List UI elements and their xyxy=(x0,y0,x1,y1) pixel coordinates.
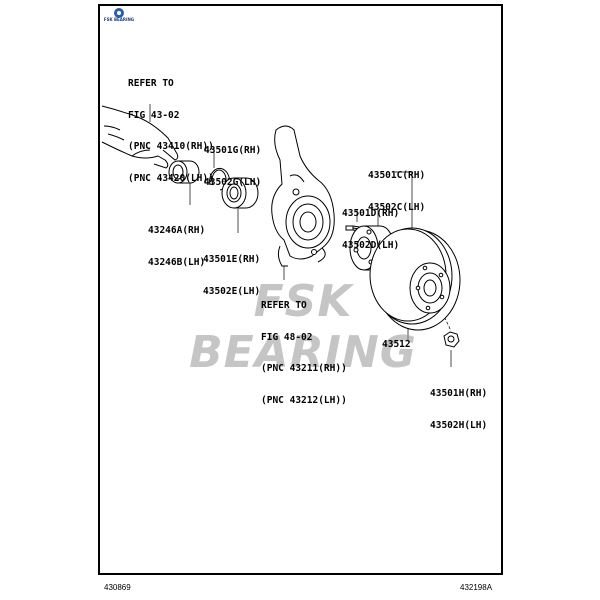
callout-line: FIG 43-02 xyxy=(128,109,180,121)
watermark: FSK BEARING xyxy=(189,276,417,378)
steering-knuckle-icon xyxy=(271,125,335,267)
callout-line: 43502G(LH) xyxy=(204,176,262,188)
diagram-frame xyxy=(98,4,503,575)
bearing-icon xyxy=(168,160,200,184)
fsk-logo-icon xyxy=(114,8,124,18)
callout-line: 43502D(LH) xyxy=(342,239,400,251)
callout-43501c: 43501C(RH) 43502C(LH) xyxy=(368,150,425,224)
callout-43512: 43512 xyxy=(382,339,411,350)
callout-line: 43246A(RH) xyxy=(148,225,206,236)
callout-line: FIG 48-02 xyxy=(261,331,313,343)
callout-line: 43501H(RH) xyxy=(430,388,488,399)
fsk-logo-text: FSK BEARING xyxy=(103,17,135,22)
callout-43246a: 43246A(RH) 43246B(LH) xyxy=(148,205,205,279)
callout-line: 43502E(LH) xyxy=(203,285,261,297)
callout-line: 43501C(RH) xyxy=(368,170,426,181)
callout-43501d: 43501D(RH) 43502D(LH) xyxy=(342,188,399,262)
callout-line: 43501G(RH) xyxy=(204,145,262,156)
callout-line: REFER TO xyxy=(261,300,307,311)
callout-43501h: 43501H(RH) 43502H(LH) xyxy=(430,368,487,442)
callout-line: 43246B(LH) xyxy=(148,256,206,268)
lock-nut-icon xyxy=(443,331,460,348)
callout-43501g: 43501G(RH) 43502G(LH) xyxy=(204,125,261,199)
callout-line: (PNC 43410(RH)) xyxy=(128,141,214,152)
footer-right-code: 432198A xyxy=(460,583,493,592)
callout-refer-fig-48-02: REFER TO FIG 48-02 (PNC 43211(RH)) (PNC … xyxy=(261,280,347,417)
callout-line: (PNC 43211(RH)) xyxy=(261,363,347,374)
footer-left-code: 430869 xyxy=(104,583,131,592)
callout-line: 43501D(RH) xyxy=(342,208,400,219)
callout-line: 43502C(LH) xyxy=(368,201,426,213)
callout-line: 43502H(LH) xyxy=(430,419,488,431)
callout-line: REFER TO xyxy=(128,78,174,89)
callout-43501e: 43501E(RH) 43502E(LH) xyxy=(203,234,260,308)
brake-disc-icon xyxy=(369,227,461,331)
callout-line: (PNC 43212(LH)) xyxy=(261,394,347,406)
callout-line: (PNC 43420(LH)) xyxy=(128,172,214,184)
leader-lines xyxy=(149,104,452,367)
hand-pointer-icon xyxy=(101,105,179,169)
bearing-icon xyxy=(221,177,259,209)
callout-line: 43501E(RH) xyxy=(203,254,261,265)
callout-refer-fig-43-02: REFER TO FIG 43-02 (PNC 43410(RH)) (PNC … xyxy=(128,58,214,195)
